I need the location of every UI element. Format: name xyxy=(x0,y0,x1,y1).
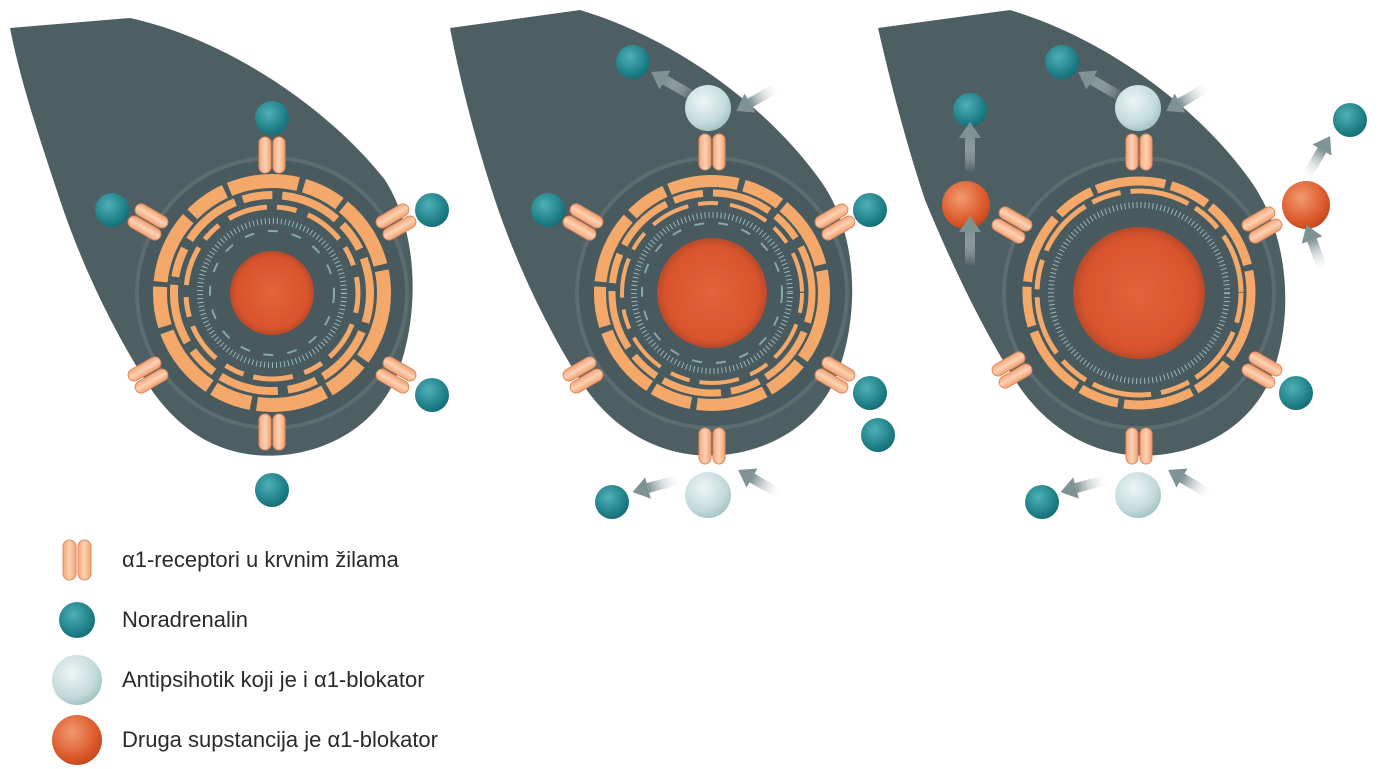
noradrenalin xyxy=(415,378,449,412)
legend-label: α1-receptori u krvnim žilama xyxy=(122,547,399,573)
legend-label: Antipsihotik koji je i α1-blokator xyxy=(122,667,425,693)
receptor-icon xyxy=(50,535,104,585)
noradrenalin xyxy=(255,101,289,135)
noradrenalin xyxy=(1045,45,1079,79)
arrow xyxy=(733,460,787,504)
other-blocker-molecule xyxy=(1282,181,1330,229)
noradrenalin xyxy=(531,193,565,227)
legend-item-other-blocker: Druga supstancija je α1-blokator xyxy=(50,715,438,765)
vessel-lumen xyxy=(1073,227,1205,359)
noradrenalin xyxy=(861,418,895,452)
other-blocker-molecule xyxy=(942,181,990,229)
legend-item-antipsychotic: Antipsihotik koji je i α1-blokator xyxy=(50,655,425,705)
arrow xyxy=(1058,469,1112,503)
noradrenalin xyxy=(95,193,129,227)
vessel-lumen xyxy=(230,251,314,335)
arrow xyxy=(1163,460,1217,504)
noradrenalin xyxy=(1025,485,1059,519)
vessel-diagram xyxy=(0,0,1378,520)
noradrenalin-icon xyxy=(50,595,104,645)
antipsychotic-molecule xyxy=(685,472,731,518)
legend-item-noradrenalin: Noradrenalin xyxy=(50,595,248,645)
noradrenalin xyxy=(1333,103,1367,137)
panel-combined xyxy=(878,10,1367,519)
noradrenalin xyxy=(953,93,987,127)
legend-item-receptor: α1-receptori u krvnim žilama xyxy=(50,535,399,585)
panel-baseline xyxy=(10,18,449,507)
noradrenalin xyxy=(255,473,289,507)
legend-label: Noradrenalin xyxy=(122,607,248,633)
panel-antipsychotic xyxy=(450,10,895,519)
noradrenalin xyxy=(595,485,629,519)
noradrenalin xyxy=(616,45,650,79)
legend: α1-receptori u krvnim žilama Noradrenali… xyxy=(50,535,750,765)
noradrenalin xyxy=(853,193,887,227)
other-blocker-icon xyxy=(50,715,104,765)
arrow xyxy=(630,469,684,503)
noradrenalin xyxy=(415,193,449,227)
noradrenalin xyxy=(853,376,887,410)
arrow xyxy=(1295,131,1339,185)
noradrenalin xyxy=(1279,376,1313,410)
legend-label: Druga supstancija je α1-blokator xyxy=(122,727,438,753)
antipsychotic-icon xyxy=(50,655,104,705)
vessel-lumen xyxy=(657,238,767,348)
antipsychotic-molecule xyxy=(1115,472,1161,518)
arrow xyxy=(1296,221,1334,276)
